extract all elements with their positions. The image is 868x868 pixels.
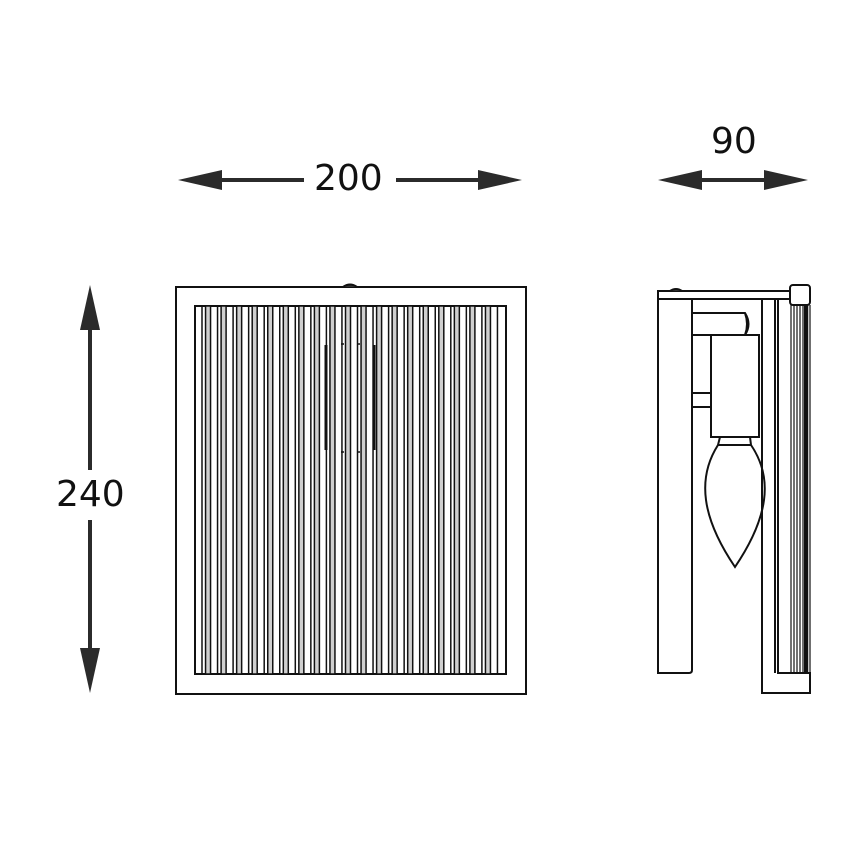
width-dimension-label: 200 [314, 158, 383, 199]
inner-bulb-silhouette [324, 343, 376, 453]
height-dimension-arrow [80, 285, 100, 693]
depth-dimension-arrow [658, 170, 808, 190]
glass-rod [204, 305, 212, 675]
glass-rod [469, 305, 476, 675]
top-bracket [657, 290, 791, 300]
glass-rod [298, 305, 305, 675]
front-view [175, 283, 527, 695]
arm [692, 312, 750, 336]
glass-rod [406, 305, 414, 675]
top-end-cap [789, 284, 811, 306]
back-plate [657, 299, 693, 674]
bulb-base [716, 436, 753, 446]
side-glass-rods [790, 305, 811, 673]
glass-rod [422, 305, 429, 675]
height-dimension-label: 240 [56, 474, 125, 515]
glass-rod [220, 305, 227, 675]
glass-rod [438, 305, 445, 675]
glass-rod [267, 305, 274, 675]
width-dimension-arrow [178, 170, 522, 190]
glass-rod [329, 305, 336, 675]
side-view [657, 284, 811, 694]
socket-screw [691, 392, 712, 408]
glass-rods [201, 305, 499, 675]
glass-rod [375, 305, 383, 675]
socket [710, 334, 760, 438]
glass-rod [251, 305, 258, 675]
glass-rod [344, 305, 352, 675]
glass-rod [360, 305, 367, 675]
glass-rod [391, 305, 398, 675]
glass-rod [453, 305, 461, 675]
glass-frame [761, 299, 811, 694]
glass-rod [235, 305, 243, 675]
glass-rod [313, 305, 321, 675]
glass-rod [484, 305, 492, 675]
glass-rod [282, 305, 290, 675]
depth-dimension-label: 90 [711, 121, 757, 162]
bulb [704, 444, 766, 569]
